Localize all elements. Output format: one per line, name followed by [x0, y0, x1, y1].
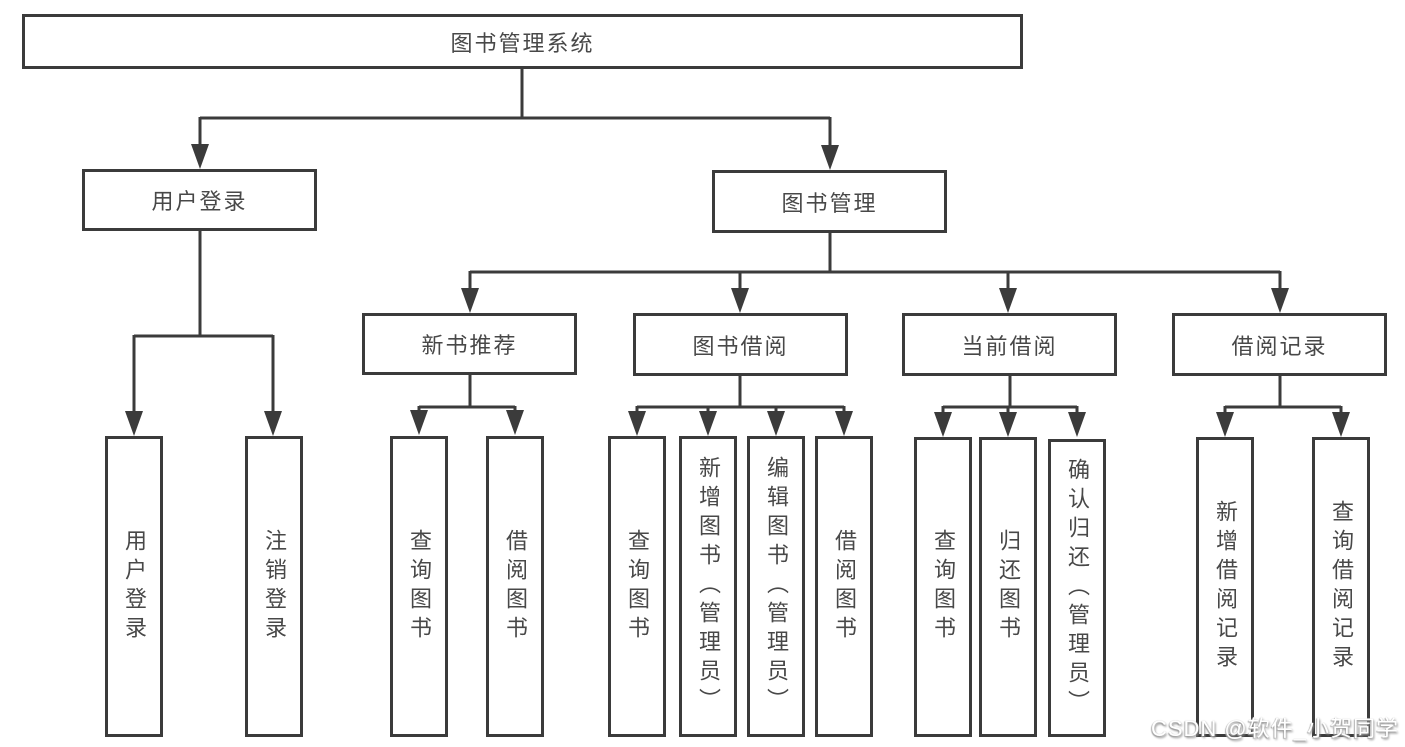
node-label: 查询借阅记录 — [1329, 500, 1354, 674]
node-label: 新书推荐 — [421, 333, 518, 358]
node-label: 用户登录 — [151, 189, 248, 214]
node-label: 新增借阅记录 — [1213, 500, 1238, 674]
node-nb-borrow-books: 借阅图书 — [486, 436, 544, 737]
node-bb-edit-books: 编辑图书（管理员） — [747, 436, 805, 737]
node-label: 当前借阅 — [961, 333, 1058, 359]
node-label: 借阅图书 — [832, 528, 857, 645]
node-user-login: 用户登录 — [82, 169, 317, 231]
node-label: 查询图书 — [407, 528, 432, 645]
node-label: 图书管理系统 — [450, 30, 595, 56]
node-borrow-records: 借阅记录 — [1172, 313, 1387, 376]
node-cb-confirm-return: 确认归还（管理员） — [1048, 439, 1106, 737]
node-label: 确认归还（管理员） — [1065, 457, 1090, 719]
node-login: 用户登录 — [105, 436, 163, 737]
node-logout: 注销登录 — [245, 436, 303, 737]
node-bb-query-books: 查询图书 — [608, 436, 666, 737]
node-br-add-record: 新增借阅记录 — [1196, 437, 1254, 737]
arrowheads — [125, 144, 1350, 437]
node-label: 借阅图书 — [503, 528, 528, 645]
node-root: 图书管理系统 — [22, 14, 1023, 69]
node-label: 归还图书 — [996, 529, 1021, 645]
node-cb-query-books: 查询图书 — [914, 437, 972, 737]
watermark: CSDN @软件_小贺同学 — [1150, 716, 1399, 741]
node-label: 新增图书（管理员） — [696, 456, 721, 717]
node-current-borrow: 当前借阅 — [902, 313, 1117, 376]
node-label: 查询图书 — [625, 528, 650, 645]
node-book-borrow: 图书借阅 — [633, 313, 848, 376]
node-label: 图书管理 — [781, 190, 878, 216]
node-label: 借阅记录 — [1231, 333, 1328, 359]
node-label: 图书借阅 — [692, 333, 789, 359]
node-nb-query-books: 查询图书 — [390, 436, 448, 737]
node-label: 用户登录 — [122, 528, 147, 645]
node-book-management: 图书管理 — [712, 170, 947, 233]
node-bb-borrow-books: 借阅图书 — [815, 436, 873, 737]
node-bb-add-books: 新增图书（管理员） — [679, 436, 737, 737]
node-new-book-recommend: 新书推荐 — [362, 313, 577, 375]
node-label: 编辑图书（管理员） — [764, 456, 789, 717]
node-label: 查询图书 — [931, 529, 956, 645]
node-br-query-record: 查询借阅记录 — [1312, 437, 1370, 737]
node-cb-return-books: 归还图书 — [979, 437, 1037, 737]
node-label: 注销登录 — [262, 528, 287, 645]
